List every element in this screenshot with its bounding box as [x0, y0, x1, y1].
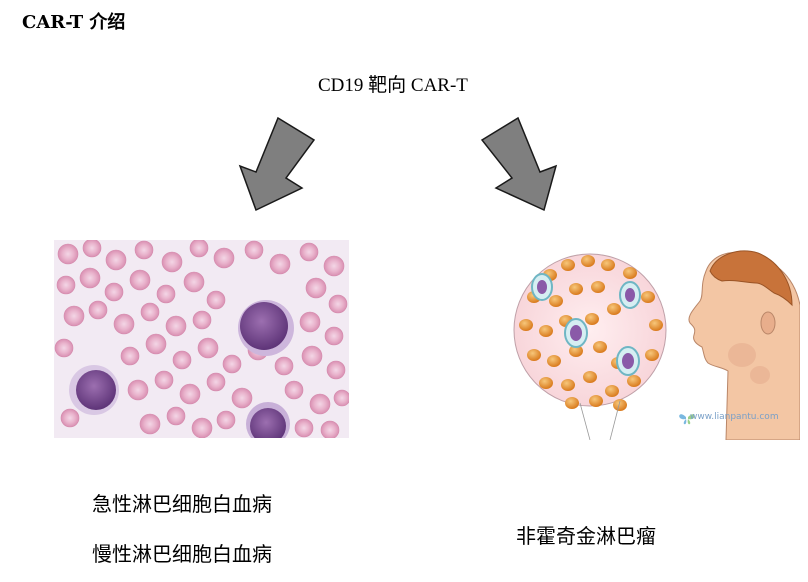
blood-smear-image — [54, 240, 349, 438]
butterfly-logo-icon — [679, 414, 695, 425]
arrow-down-right-icon — [480, 116, 558, 212]
label-chronic-lymphocytic-leukemia: 慢性淋巴细胞白血病 — [92, 542, 272, 566]
label-non-hodgkin-lymphoma: 非霍奇金淋巴瘤 — [516, 524, 656, 548]
lymphoma-illustration-image — [513, 250, 800, 440]
arrow-down-left-icon — [238, 116, 316, 212]
page-title: CAR-T 介绍 — [22, 12, 126, 33]
label-acute-lymphoblastic-leukemia: 急性淋巴细胞白血病 — [92, 492, 272, 516]
watermark-text: www.lianpantu.com — [690, 412, 779, 422]
diagram-subtitle: CD19 靶向 CAR-T — [318, 75, 468, 96]
